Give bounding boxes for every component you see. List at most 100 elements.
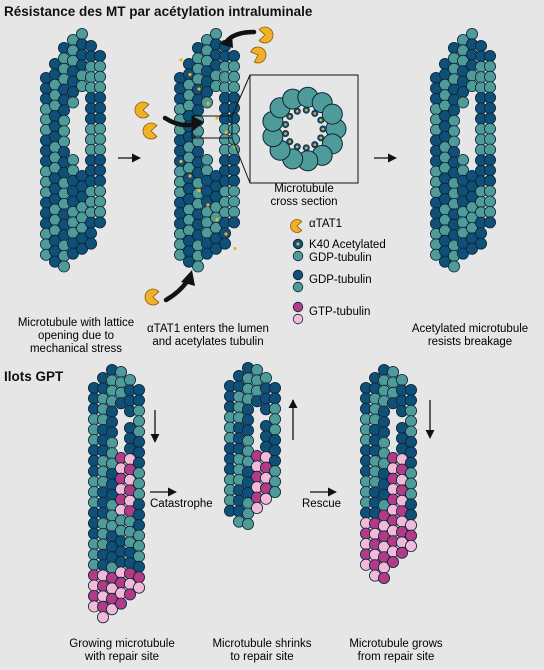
tubulin-dimer [268, 392, 281, 405]
caption-line: Acetylated microtubule [412, 323, 528, 335]
tubulin-dimer [259, 371, 272, 384]
caption-line: opening due to [38, 330, 114, 342]
legend-gdp-label: GDP-tubulin [309, 274, 372, 286]
tubulin-dimer [404, 467, 417, 480]
tubulin-dimer [132, 581, 145, 594]
microtubule [359, 363, 417, 585]
tubulin-dimer [474, 227, 487, 240]
caption-line: from repair site [358, 651, 435, 663]
entry-arrowhead [181, 270, 195, 286]
tubulin-dimer [132, 404, 145, 417]
acetyl-mark [233, 246, 237, 251]
acetyl-mark [319, 118, 323, 122]
atat1-enzyme [134, 101, 150, 119]
tubulin-dimer [94, 81, 107, 94]
tubulin-dimer [106, 603, 119, 616]
tubulin-dimer [227, 122, 240, 135]
atat1-enzyme [290, 219, 303, 233]
tubulin-dimer [404, 529, 417, 542]
tubulin-dimer [386, 365, 399, 378]
tubulin-dimer [191, 145, 204, 158]
acetylation-marks [179, 58, 237, 251]
tubulin-dimer [218, 237, 231, 250]
tubulin-dimer [132, 415, 145, 428]
legend-gdp-top [292, 269, 304, 281]
acetyl-mark [313, 112, 317, 115]
tubulin-dimer [191, 260, 204, 273]
tubulin-dimer [58, 125, 71, 138]
acetyl-mark [304, 108, 308, 112]
caption-line: Microtubule with lattice [18, 317, 134, 329]
tubulin-dimer [132, 435, 145, 448]
tubulin-dimer [404, 404, 417, 417]
acetyl-mark [197, 188, 201, 193]
acetyl-mark [215, 217, 219, 222]
legend-k40-bottom [292, 250, 304, 262]
tubulin-dimer [124, 373, 137, 386]
tubulin-dimer [58, 114, 71, 127]
tubulin-dimer [115, 365, 128, 378]
tubulin-dimer [227, 81, 240, 94]
tubulin-dimer [132, 550, 145, 563]
tubulin-dimer [465, 27, 478, 40]
tubulin-dimer [132, 487, 145, 500]
tubulin-dimer [58, 104, 71, 117]
tubulin-dimer [132, 571, 145, 584]
tubulin-dimer [447, 104, 460, 117]
tubulin-dimer [227, 195, 240, 208]
tubulin-dimer [132, 529, 145, 542]
tubulin-dimer [404, 394, 417, 407]
acetyl-mark [284, 123, 287, 126]
tubulin-dimer [94, 102, 107, 115]
tubulin-dimer [200, 153, 213, 166]
acetyl-mark [295, 109, 299, 113]
acetyl-mark [206, 101, 210, 106]
tubulin-dimer [132, 477, 145, 490]
tubulin-dimer [377, 436, 390, 449]
tubulin-dimer [94, 143, 107, 156]
tubulin-dimer [483, 81, 496, 94]
acetyl-mark [224, 232, 228, 236]
atat1-enzyme [144, 288, 160, 306]
tubulin-dimer [483, 112, 496, 125]
tubulin-dimer [94, 60, 107, 73]
tubulin-dimer [483, 205, 496, 218]
tubulin-dimer [209, 242, 222, 255]
tubulin-dimer [377, 572, 390, 585]
tubulin-dimer [115, 597, 128, 610]
tubulin-dimer [58, 260, 71, 273]
zoom-line [231, 74, 251, 117]
tubulin-dimer [483, 102, 496, 115]
tubulin-dimer [483, 195, 496, 208]
tubulin-dimer [85, 237, 98, 250]
tubulin-dimer [94, 91, 107, 104]
tubulin-dimer [474, 237, 487, 250]
caption-line: mechanical stress [30, 343, 122, 355]
acetyl-mark [295, 145, 299, 149]
microtubule [429, 27, 496, 273]
tubulin-dimer [132, 383, 145, 396]
tubulin-dimer [250, 363, 263, 376]
caption-line: to repair site [230, 651, 293, 663]
tubulin-dimer [447, 114, 460, 127]
tubulin-dimer [132, 456, 145, 469]
caption-line: Microtubule [274, 183, 333, 195]
legend-gtp-top [292, 301, 304, 313]
caption-line: Microtubule shrinks [212, 638, 311, 650]
tubulin-dimer [404, 456, 417, 469]
tubulin-dimer [94, 185, 107, 198]
tubulin-dimer [395, 546, 408, 559]
tubulin-dimer [94, 216, 107, 229]
tubulin-dimer [227, 185, 240, 198]
tubulin-dimer [132, 498, 145, 511]
tubulin-dimer [227, 216, 240, 229]
caption-line: resists breakage [428, 336, 512, 348]
tubulin-dimer [483, 133, 496, 146]
arrows [118, 29, 435, 497]
acetyl-mark [215, 116, 219, 120]
